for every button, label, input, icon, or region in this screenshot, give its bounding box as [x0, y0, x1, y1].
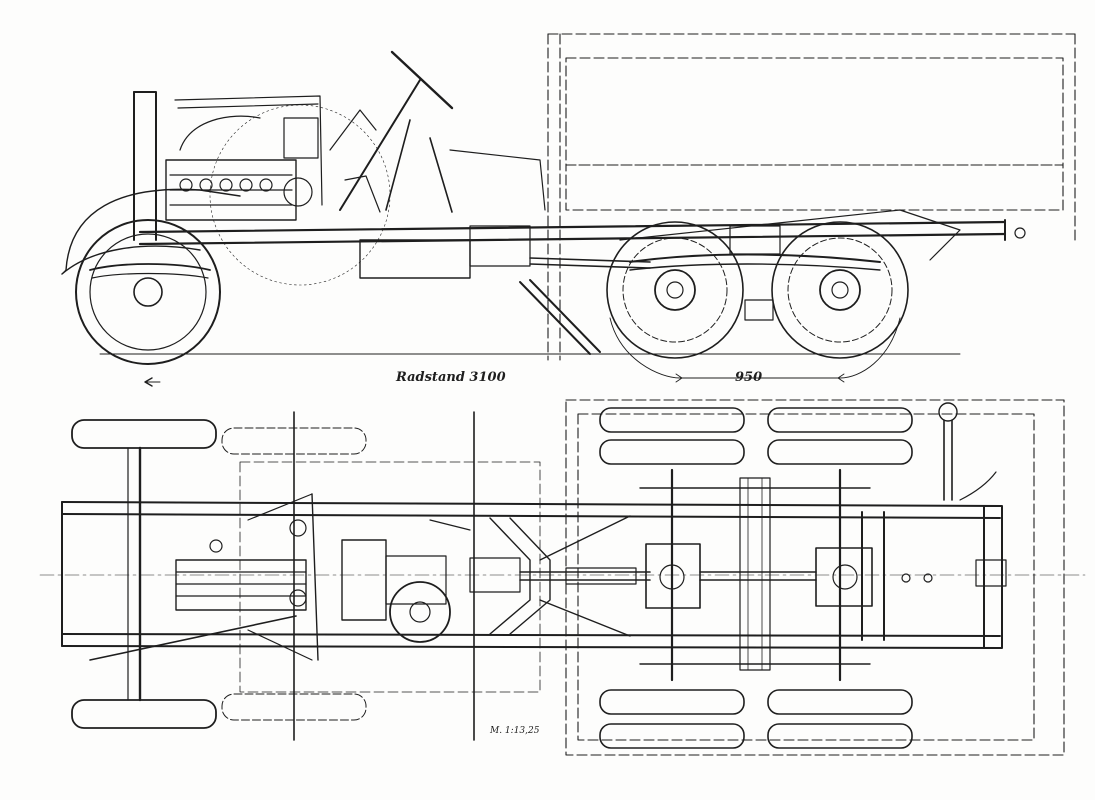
exhaust-plan: [901, 402, 1007, 587]
steering-and-levers: [329, 50, 454, 213]
engine-block: [165, 115, 319, 221]
drawing-note-label: M. 1:13,25: [490, 726, 540, 736]
rear-wheel-side-1: [606, 221, 744, 359]
frame-rails-plan: [61, 501, 1003, 649]
plan-view: [39, 399, 1086, 756]
dimension-lines-side: [99, 317, 961, 387]
gearbox-and-driveshaft: [359, 225, 651, 355]
cargo-body-outline: [547, 33, 1076, 361]
cargo-body-plan-outline: [239, 399, 1065, 756]
driveshaft-plan: [519, 543, 873, 609]
front-wheel-side: [75, 219, 221, 365]
side-elevation-view: [61, 33, 1076, 387]
rear-axles-plan: [599, 407, 913, 749]
engine-plan: [175, 493, 319, 661]
front-axle-plan: [71, 411, 475, 741]
rear-bogie-springs: [619, 209, 961, 321]
rear-wheel-side-2: [771, 221, 909, 359]
cross-members-plan: [489, 515, 631, 637]
axle-spacing-label: 950: [735, 370, 763, 385]
chassis-frame-rail: [138, 219, 1026, 246]
gearbox-plan: [341, 519, 521, 643]
cab-outline: [133, 91, 546, 286]
wheelbase-label: Radstand 3100: [396, 370, 506, 385]
